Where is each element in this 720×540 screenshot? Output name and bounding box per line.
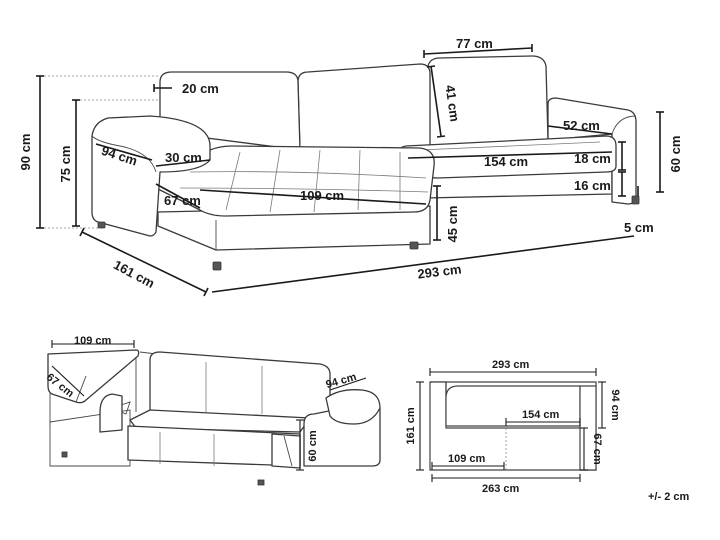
label-plan-94cm: 94 cm: [609, 389, 621, 420]
label-77cm: 77 cm: [456, 36, 493, 51]
label-154cm: 154 cm: [484, 154, 528, 169]
label-plan-109cm: 109 cm: [448, 453, 486, 465]
label-plan-67cm: 67 cm: [591, 433, 603, 464]
label-20cm: 20 cm: [182, 81, 219, 96]
label-161cm: 161 cm: [111, 257, 157, 291]
label-109cm: 109 cm: [300, 188, 344, 203]
label-18cm: 18 cm: [574, 151, 611, 166]
label-45cm: 45 cm: [445, 206, 460, 243]
label-75cm: 75 cm: [58, 146, 73, 183]
main-sofa-drawing: [40, 55, 640, 271]
label-plan-293cm: 293 cm: [492, 359, 530, 371]
main-dimension-labels: 77 cm 41 cm 20 cm 90 cm 75 cm 94 cm 30 c…: [18, 36, 683, 291]
label-52cm: 52 cm: [563, 118, 600, 133]
label-90cm: 90 cm: [18, 134, 33, 171]
label-5cm: 5 cm: [624, 220, 654, 235]
plan-dimension-labels: 293 cm 161 cm 94 cm 154 cm 109 cm 67 cm …: [405, 359, 621, 495]
label-16cm: 16 cm: [574, 178, 611, 193]
label-293cm: 293 cm: [417, 261, 463, 281]
label-plan-154cm: 154 cm: [522, 409, 560, 421]
label-plan-263cm: 263 cm: [482, 483, 520, 495]
bed-storage-drawing: [47, 349, 381, 486]
bed-dimension-lines: [51, 340, 367, 471]
label-plan-161cm: 161 cm: [405, 407, 417, 445]
label-41cm: 41 cm: [442, 84, 462, 123]
label-67cm: 67 cm: [164, 193, 201, 208]
label-30cm: 30 cm: [165, 150, 202, 165]
tolerance-note: +/- 2 cm: [648, 491, 689, 503]
label-60cm: 60 cm: [668, 136, 683, 173]
label-bed-109cm: 109 cm: [74, 335, 112, 347]
plan-dimension-lines: [416, 368, 606, 482]
label-bed-60cm: 60 cm: [307, 430, 319, 461]
main-dimension-lines: [36, 44, 664, 297]
